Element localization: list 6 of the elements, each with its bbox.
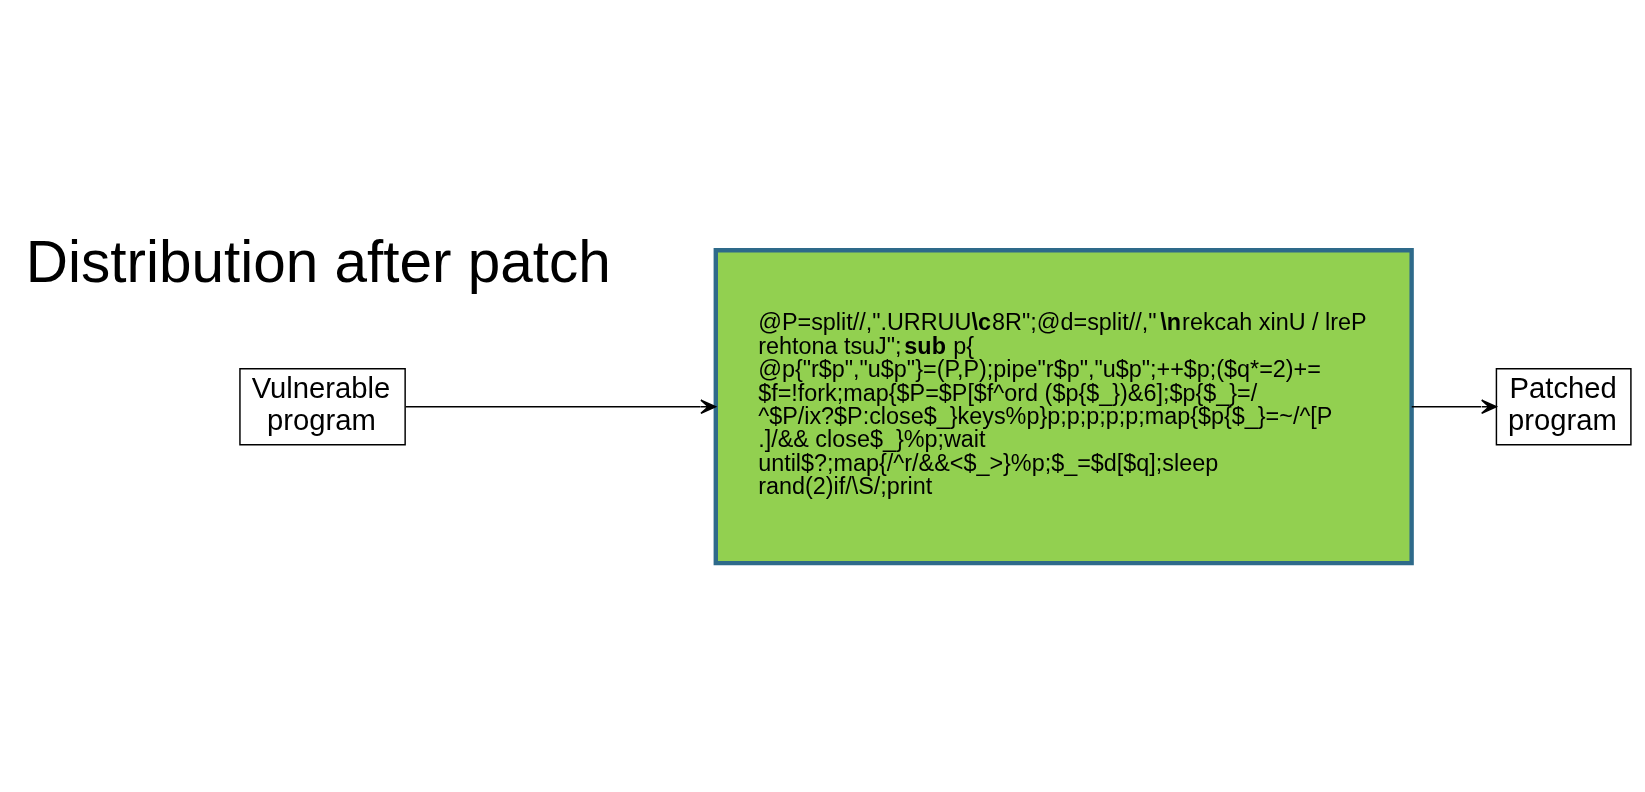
node-box: Patched program [1495,367,1632,445]
node-box: Vulnerable program [239,367,406,445]
node-box: @P=split//,".URRUU\c8R";@d=split//,"\nrekcah xinU / lreP rehtona tsuJ";sub p{ @p{"r$p","u$p"}=(P,P);pipe"r$p","u$p";++$p;($q*=2)+= $f=!fork;map{$P=$P[$f^ord ($p{$_})&6];$p{$_}=/ ^$P/ix?$P:close$_}keys%p}p;p;p;p;p;map{$p{$_}=~/^[P .]/&& close$_}%p;wait until$?;map{/^r/&&<$_>}%p;$_=$d[$q];sleep rand(2)if/\S/;print [713,247,1414,565]
label: Distribution after patch [25,228,611,294]
arrow [1411,398,1498,414]
arrow [405,398,717,414]
